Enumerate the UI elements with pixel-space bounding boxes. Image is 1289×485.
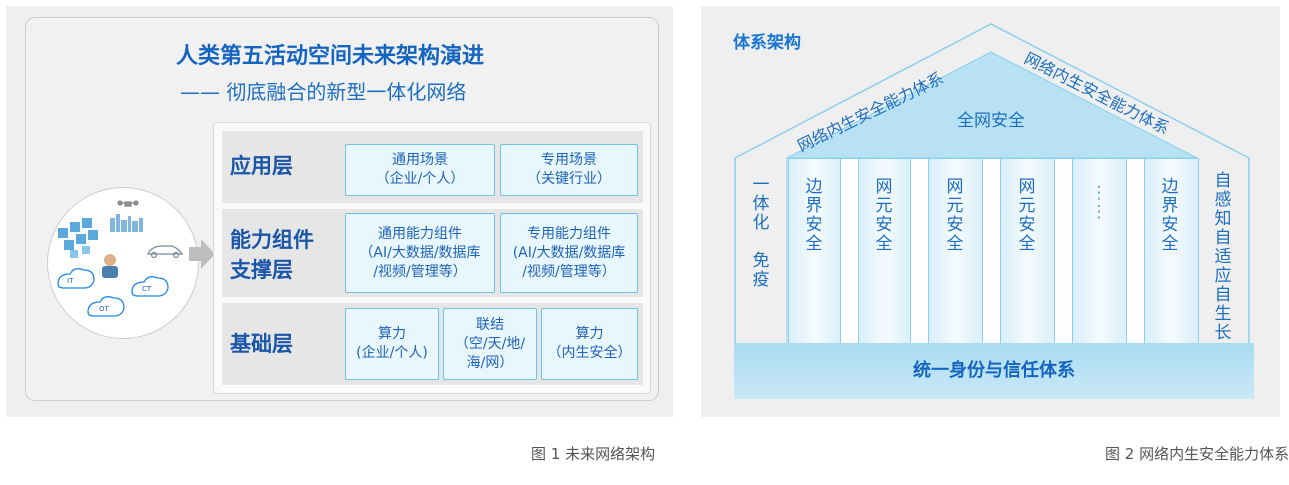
- layer-stack: 应用层 通用场景 （企业/个人） 专用场景 （关键行业） 能力组件 支撑层 通用…: [213, 122, 651, 394]
- pillar-gap: [1126, 158, 1146, 345]
- connection-box: 联结 （空/天/地/ 海/网）: [443, 308, 537, 380]
- drone-icon: [117, 200, 139, 207]
- cloud-ot-icon: [87, 296, 125, 317]
- network-scene-illustration: IT CT OT: [47, 187, 199, 339]
- general-scenario-box: 通用场景 （企业/个人）: [345, 144, 495, 196]
- cloud-ct-icon: [131, 276, 169, 297]
- application-layer-band: 应用层 通用场景 （企业/个人） 专用场景 （关键行业）: [222, 131, 643, 203]
- factory-icon: [58, 218, 98, 258]
- application-layer-label: 应用层: [230, 154, 293, 178]
- architecture-heading: 体系架构: [733, 33, 801, 53]
- cloud-it-label: IT: [67, 277, 74, 285]
- cloud-ct-label: CT: [142, 285, 152, 293]
- cloud-it-icon: [57, 268, 95, 289]
- pillar-element-2-text: 网元 安全: [946, 177, 964, 254]
- roof-center-text: 全网安全: [957, 111, 1025, 131]
- figure-2-panel: 体系架构 网络内生安全能力体系 网络内生安全能力体系 全网安全 一 体 化 免 …: [701, 6, 1280, 417]
- cloud-ot-label: OT: [99, 305, 110, 313]
- cloud-icons: [57, 268, 169, 317]
- person-icon: [102, 254, 118, 278]
- dedicated-scenario-box: 专用场景 （关键行业）: [500, 144, 638, 196]
- capability-layer-band: 能力组件 支撑层 通用能力组件 （AI/大数据/数据库 /视频/管理等） 专用能…: [222, 209, 643, 297]
- scene-icons: IT CT OT: [57, 200, 184, 317]
- unified-identity-foundation: 统一身份与信任体系: [734, 343, 1254, 399]
- figure-1-title: 人类第五活动空间未来架构演进: [176, 44, 485, 69]
- right-arrow-icon: [189, 239, 215, 269]
- compute-box-enterprise: 算力 (企业/个人): [345, 308, 439, 380]
- figure-1-caption: 图 1 未来网络架构: [531, 445, 656, 463]
- pillar-gap: [840, 158, 860, 345]
- figure-2-caption: 图 2 网络内生安全能力体系: [1105, 445, 1289, 463]
- pillar-gap: [910, 158, 930, 345]
- capability-layer-label: 能力组件 支撑层: [230, 228, 314, 282]
- pillar-element-3: [1000, 158, 1056, 345]
- pillar-gap: [982, 158, 1002, 345]
- pillar-element-3-text: 网元 安全: [1018, 177, 1036, 254]
- city-icon: [110, 214, 143, 232]
- pillar-element-2: [928, 158, 984, 345]
- pillar-boundary-left-text: 边界 安全: [805, 177, 823, 254]
- left-side-text: 一 体 化 免 疫: [752, 175, 770, 290]
- pillar-element-1-text: 网元 安全: [875, 177, 893, 254]
- foundation-layer-label: 基础层: [230, 332, 293, 356]
- general-capability-box: 通用能力组件 （AI/大数据/数据库 /视频/管理等）: [345, 213, 495, 293]
- dedicated-capability-box: 专用能力组件 (AI/大数据/数据库 /视频/管理等）: [500, 213, 638, 293]
- figure-1-panel: 人类第五活动空间未来架构演进 —— 彻底融合的新型一体化网络: [6, 6, 673, 417]
- car-icon: [147, 245, 184, 259]
- figure-1-subtitle: —— 彻底融合的新型一体化网络: [180, 80, 467, 104]
- house-frame: 网络内生安全能力体系 网络内生安全能力体系 全网安全: [734, 23, 1250, 343]
- right-side-text: 自感 知自 适应 自生 长: [1214, 171, 1232, 343]
- compute-box-security: 算力 （内生安全）: [541, 308, 638, 380]
- pillar-boundary-right: [1144, 158, 1199, 345]
- pillar-boundary-right-text: 边界 安全: [1161, 177, 1179, 254]
- pillar-ellipsis-text: ⋮⋮: [1090, 183, 1108, 222]
- foundation-layer-band: 基础层 算力 (企业/个人) 联结 （空/天/地/ 海/网） 算力 （内生安全）: [222, 303, 643, 385]
- pillar-gap: [1054, 158, 1074, 345]
